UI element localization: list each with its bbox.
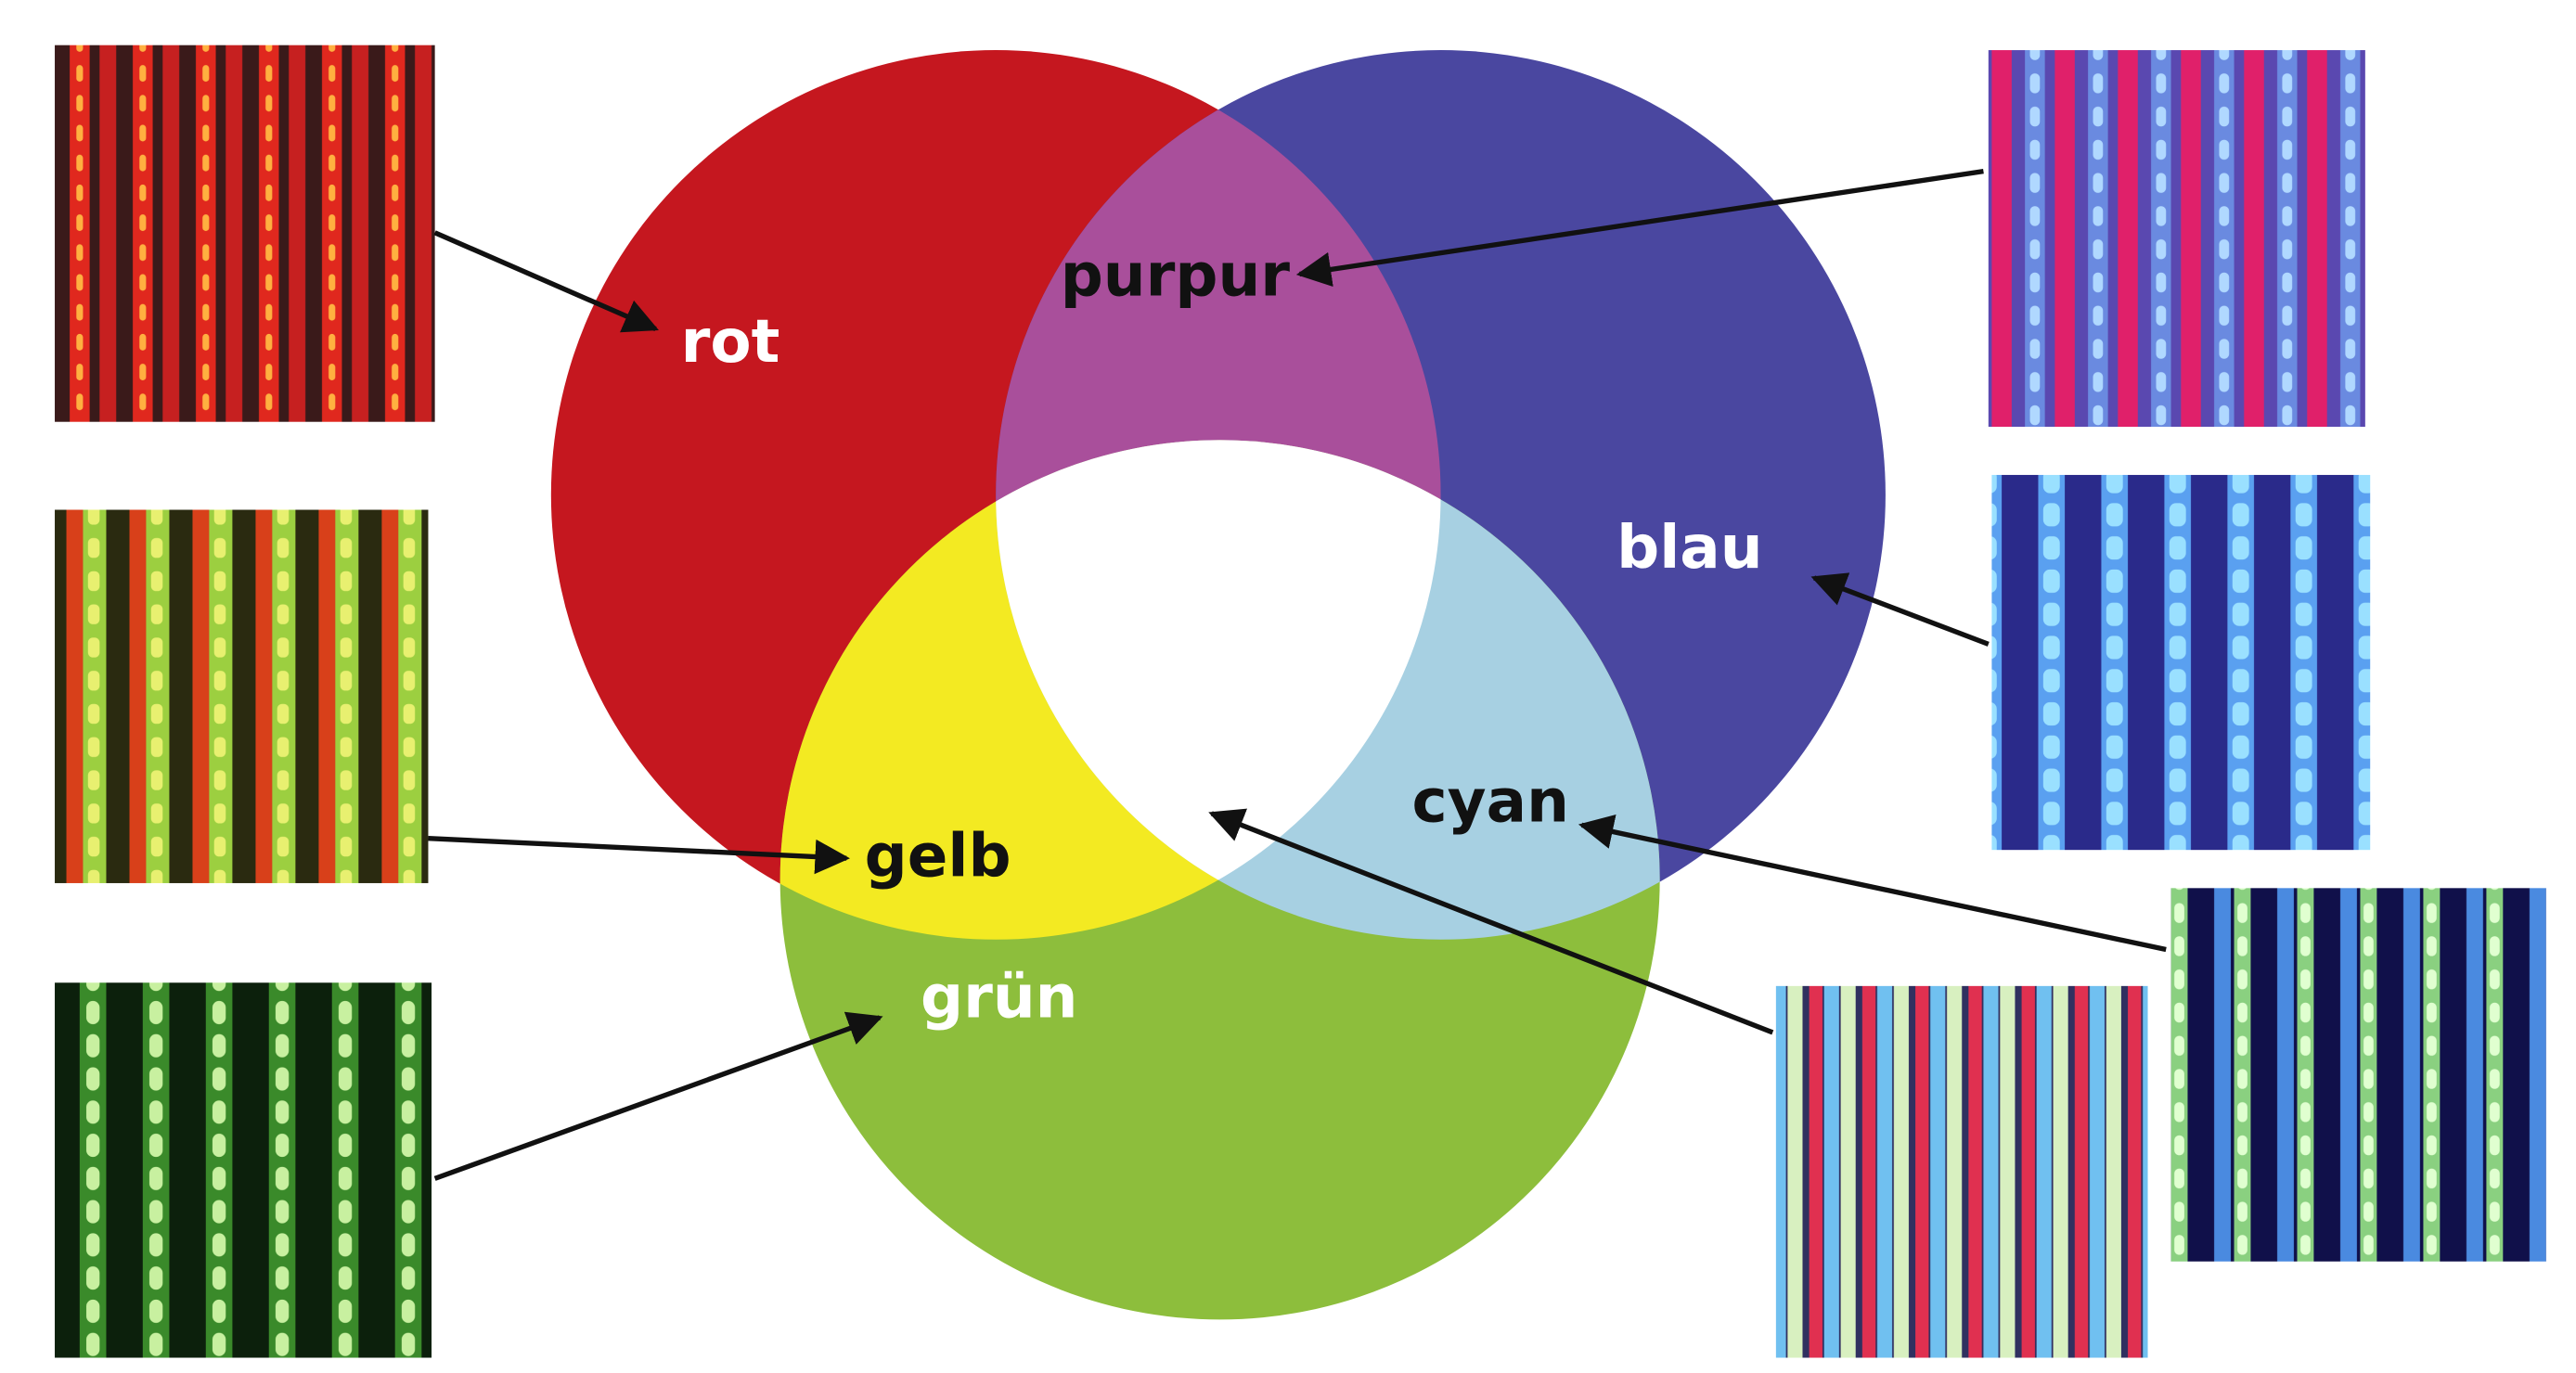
venn-circles [550,50,1886,1320]
green-subpixel-photo [55,982,432,1358]
arrow-purpur [1295,168,1984,288]
blue-subpixel-photo [1991,474,2371,851]
microscope-thumbnails [55,45,2546,1358]
arrow-rot [433,230,659,333]
labels: rot purpur blau cyan gelb grün [681,240,1763,1032]
arrow-gelb [428,835,850,875]
label-rot: rot [681,307,780,377]
label-gelb: gelb [865,821,1011,891]
label-gruen: grün [921,963,1078,1033]
label-blau: blau [1616,513,1762,583]
arrow-cyan [1578,815,2167,953]
yellow-subpixel-photo [55,509,429,883]
red-subpixel-photo [55,45,435,422]
cyan-subpixel-photo [2170,888,2546,1262]
arrow-gruen [433,1011,883,1181]
label-purpur: purpur [1061,240,1291,310]
arrow-blau [1810,572,1990,647]
label-cyan: cyan [1412,766,1569,836]
arrow-white [1208,808,1774,1035]
arrows [428,168,2167,1181]
white-subpixel-photo [1775,985,2148,1358]
magenta-subpixel-photo [1988,50,2365,428]
